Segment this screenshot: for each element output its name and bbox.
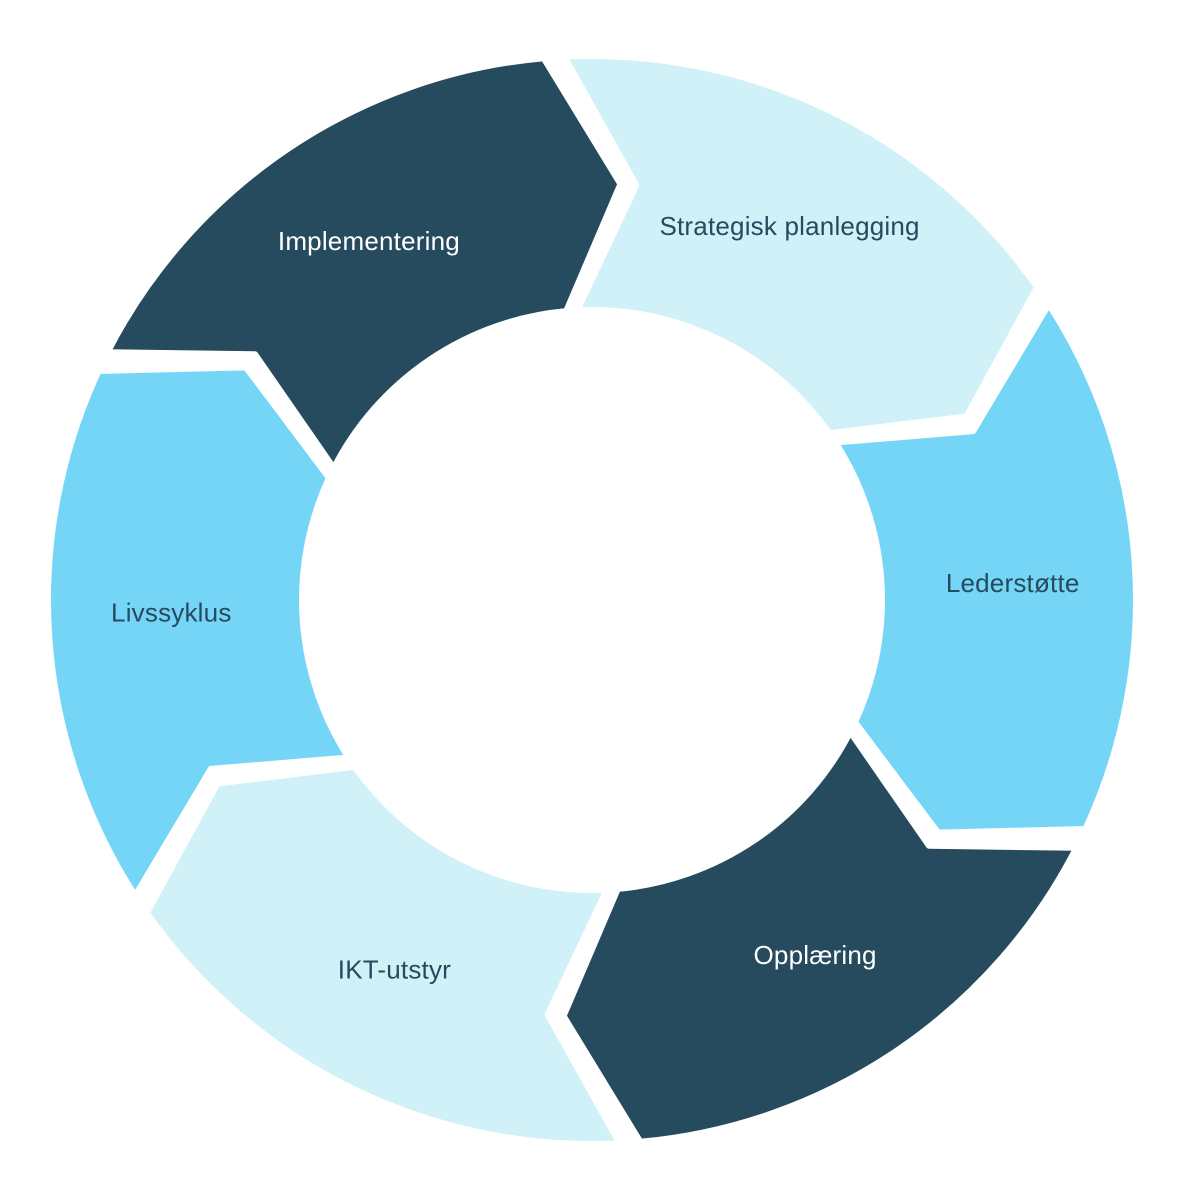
cycle-segment-label: IKT-utstyr <box>338 955 451 985</box>
cycle-segment: Livssyklus <box>45 364 352 899</box>
cycle-segment-shape <box>560 729 1080 1145</box>
cycle-segment-label: Lederstøtte <box>946 568 1080 598</box>
cycle-segment-shape <box>561 53 1041 437</box>
cycle-segment-label: Implementering <box>278 226 460 256</box>
cycle-segment-label: Opplæring <box>753 940 876 970</box>
cycle-segment: IKT-utstyr <box>143 763 623 1147</box>
cycle-segment-shape <box>832 301 1139 836</box>
cycle-segment-label: Livssyklus <box>111 598 231 628</box>
cycle-segment: Implementering <box>104 55 624 471</box>
cycle-segment-shape <box>45 364 352 899</box>
cycle-segment: Opplæring <box>560 729 1080 1145</box>
cycle-segment-shape <box>143 763 623 1147</box>
cycle-segment: Strategisk planlegging <box>561 53 1041 437</box>
cycle-segment: Lederstøtte <box>832 301 1139 836</box>
cycle-segment-shape <box>104 55 624 471</box>
cycle-segment-label: Strategisk planlegging <box>659 211 919 241</box>
